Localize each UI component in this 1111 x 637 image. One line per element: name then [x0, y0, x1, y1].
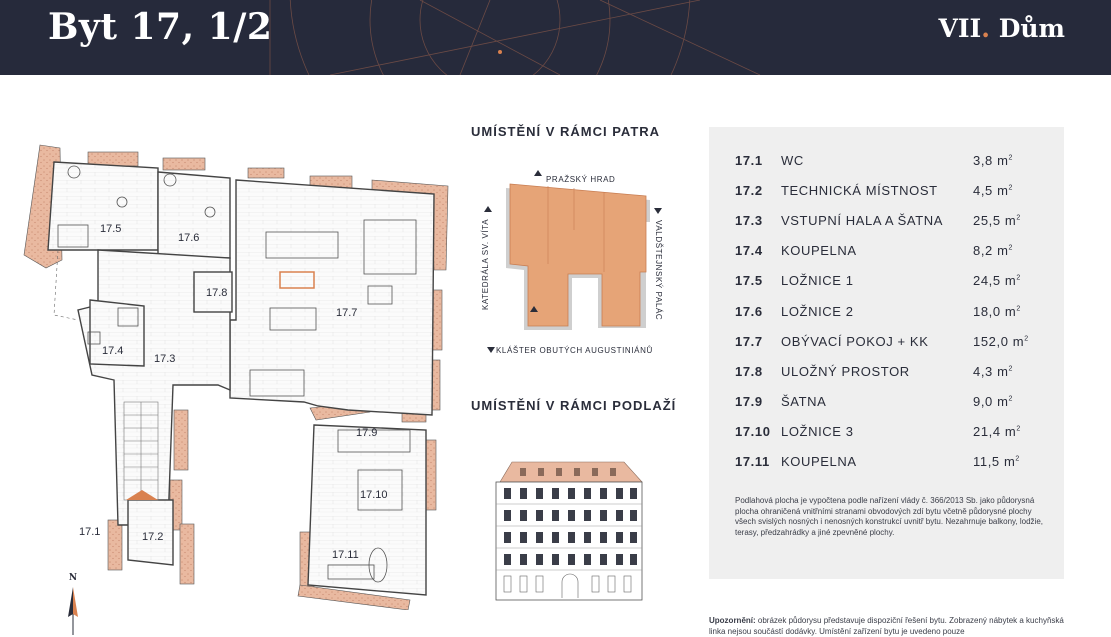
north-letter: N — [69, 573, 77, 583]
room-row: 17.2 TECHNICKÁ MÍSTNOST 4,5 m2 — [735, 175, 1045, 205]
direction-north-label: PRAŽSKÝ HRAD — [546, 175, 615, 184]
interior-floor — [47, 161, 435, 596]
room-row: 17.11 KOUPELNA 11,5 m2 — [735, 447, 1045, 477]
direction-west-arrow-icon — [484, 206, 492, 212]
north-arrow-accent-icon — [73, 587, 78, 617]
floor-location-diagram: PRAŽSKÝ HRAD KLÁŠTER OBUTÝCH AUGUSTINIÁN… — [481, 170, 663, 355]
furniture — [57, 165, 417, 583]
room-name: LOŽNICE 1 — [781, 273, 854, 289]
room-name: VSTUPNÍ HALA A ŠATNA — [781, 212, 944, 228]
facade-windows — [504, 488, 637, 565]
room-name: LOŽNICE 2 — [781, 303, 854, 319]
north-arrow-dark-icon — [68, 587, 73, 617]
page-title: Byt 17, 1/2 — [48, 6, 273, 48]
room-area: 152,0 m2 — [973, 333, 1029, 349]
room-label-17-2: 17.2 — [142, 531, 163, 543]
direction-south-arrow-icon — [487, 347, 495, 353]
direction-west-label: KATEDRÁLA SV. VÍTA — [481, 219, 490, 310]
room-label-17-4: 17.4 — [102, 345, 123, 357]
room-number: 17.2 — [735, 182, 763, 198]
direction-north-arrow-icon — [534, 170, 542, 176]
room-area: 11,5 m2 — [973, 454, 1020, 470]
room-area: 4,5 m2 — [973, 182, 1014, 198]
brand-logo: VII. Dům — [938, 14, 1065, 43]
direction-south-label: KLÁŠTER OBUTÝCH AUGUSTINIÁNŮ — [496, 346, 653, 355]
area-calculation-note: Podlahová plocha je vypočtena podle naří… — [735, 496, 1044, 537]
room-number: 17.11 — [735, 454, 770, 470]
room-row: 17.10 LOŽNICE 3 21,4 m2 — [735, 417, 1045, 447]
room-area: 25,5 m2 — [973, 212, 1021, 228]
room-number: 17.8 — [735, 363, 763, 379]
room-name: ŠATNA — [781, 394, 827, 410]
floor-location-title: UMÍSTĚNÍ V RÁMCI PATRA — [471, 124, 661, 139]
room-area: 8,2 m2 — [973, 243, 1014, 259]
room-label-17-9: 17.9 — [356, 427, 377, 439]
room-row: 17.5 LOŽNICE 1 24,5 m2 — [735, 266, 1045, 296]
room-row: 17.7 OBÝVACÍ POKOJ + KK 152,0 m2 — [735, 326, 1045, 356]
room-name: LOŽNICE 3 — [781, 424, 854, 440]
room-area: 9,0 m2 — [973, 394, 1014, 410]
room-area-panel: 17.1 WC 3,8 m2 17.2 TECHNICKÁ MÍSTNOST 4,5 m… — [709, 127, 1064, 579]
room-label-17-3: 17.3 — [154, 353, 175, 365]
floor-plan: 17.5 17.6 17.8 17.7 17.4 17.3 17.9 17.10… — [23, 144, 449, 610]
brand-sub: Dům — [998, 14, 1065, 43]
room-number: 17.9 — [735, 394, 763, 410]
direction-east-label: VALDŠTEJNSKÝ PALÁC — [654, 220, 663, 320]
room-row: 17.3 VSTUPNÍ HALA A ŠATNA 25,5 m2 — [735, 205, 1045, 235]
room-row: 17.9 ŠATNA 9,0 m2 — [735, 387, 1045, 417]
room-number: 17.10 — [735, 424, 771, 440]
brand-dot: . — [981, 14, 990, 43]
room-name: WC — [781, 152, 804, 168]
room-label-17-10: 17.10 — [360, 489, 388, 501]
room-area: 3,8 m2 — [973, 152, 1014, 168]
room-row: 17.8 ULOŽNÝ PROSTOR 4,3 m2 — [735, 356, 1045, 386]
building-location-title: UMÍSTĚNÍ V RÁMCI PODLAŽÍ — [471, 398, 677, 413]
stair-arrow — [126, 490, 158, 500]
room-row: 17.6 LOŽNICE 2 18,0 m2 — [735, 296, 1045, 326]
room-label-17-1: 17.1 — [79, 526, 100, 538]
room-label-17-8: 17.8 — [206, 287, 227, 299]
room-number: 17.4 — [735, 243, 763, 259]
room-name: ULOŽNÝ PROSTOR — [781, 363, 910, 379]
room-label-17-5: 17.5 — [100, 223, 121, 235]
room-label-17-6: 17.6 — [178, 232, 199, 244]
room-number: 17.7 — [735, 333, 763, 349]
room-label-17-7: 17.7 — [336, 307, 357, 319]
room-number: 17.3 — [735, 212, 763, 228]
room-area: 24,5 m2 — [973, 273, 1021, 289]
disclaimer-label: Upozornění: — [709, 616, 756, 625]
direction-east-arrow-icon — [654, 208, 662, 214]
room-list: 17.1 WC 3,8 m2 17.2 TECHNICKÁ MÍSTNOST 4,5 m… — [735, 145, 1045, 477]
room-name: KOUPELNA — [781, 454, 857, 470]
building-facade — [495, 461, 643, 601]
disclaimer-text: obrázek půdorysu představuje dispoziční … — [709, 616, 1064, 636]
room-number: 17.1 — [735, 152, 763, 168]
room-label-17-11: 17.11 — [332, 549, 359, 561]
room-area: 21,4 m2 — [973, 424, 1021, 440]
room-name: KOUPELNA — [781, 243, 857, 259]
north-arrow: N — [68, 573, 78, 635]
ground-floor-openings — [503, 573, 632, 598]
dormers — [520, 468, 616, 476]
room-row: 17.1 WC 3,8 m2 — [735, 145, 1045, 175]
floor-outline — [506, 183, 650, 330]
room-number: 17.5 — [735, 273, 763, 289]
room-name: OBÝVACÍ POKOJ + KK — [781, 333, 929, 349]
brand-main: VII — [938, 14, 982, 43]
room-area: 18,0 m2 — [973, 303, 1021, 319]
header-decoration — [269, 0, 761, 75]
room-number: 17.6 — [735, 303, 763, 319]
room-row: 17.4 KOUPELNA 8,2 m2 — [735, 236, 1045, 266]
room-name: TECHNICKÁ MÍSTNOST — [781, 182, 938, 198]
room-area: 4,3 m2 — [973, 363, 1014, 379]
header-bar: Byt 17, 1/2 VII. Dům — [0, 0, 1111, 75]
disclaimer: Upozornění: obrázek půdorysu představuje… — [709, 616, 1069, 637]
